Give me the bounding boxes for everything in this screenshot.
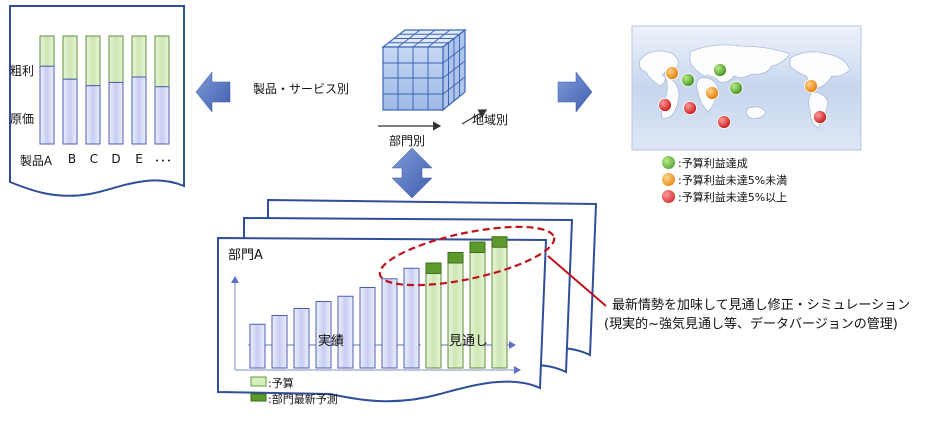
bar-latest-forecast: [491, 236, 508, 248]
map-legend-item: :予算利益未達5%未満: [662, 171, 787, 188]
map-legend: :予算利益達成 :予算利益未達5%未満 :予算利益未達5%以上: [662, 154, 787, 205]
bar-budget: [491, 239, 508, 369]
bar-budget: [425, 266, 442, 369]
category-label: D: [111, 152, 121, 166]
callout-text-line1: 最新情勢を加味して見通し修正・シミュレーション: [612, 298, 911, 313]
arrow-left-icon: [195, 71, 231, 113]
bar-latest-forecast: [469, 241, 486, 253]
status-dot-icon: [662, 173, 675, 186]
cube-label-product: 製品・サービス別: [253, 82, 350, 96]
legend-swatch-forecast: [250, 393, 267, 402]
map-marker: [717, 115, 731, 129]
map-marker: [713, 63, 727, 77]
forecast-highlight-ellipse: [378, 225, 556, 287]
forecast-range-label: 見通し: [449, 334, 489, 349]
status-dot-icon: [662, 156, 675, 169]
map-marker: [813, 110, 827, 124]
category-label: C: [89, 152, 99, 166]
category-label: ･･･: [153, 154, 172, 168]
dept-legend-budget: :予算: [268, 377, 294, 390]
map-marker: [804, 79, 818, 93]
bar-actual: [293, 308, 310, 369]
arrow-updown-icon: [391, 147, 433, 199]
map-legend-item: :予算利益達成: [662, 154, 787, 171]
callout-text-line2: (現実的~強気見通し等、データバージョンの管理): [604, 317, 898, 332]
actual-range-label: 実績: [318, 334, 345, 349]
map-marker: [705, 86, 719, 100]
category-label: E: [135, 152, 143, 166]
bar-gross-profit: [39, 35, 55, 67]
cube-label-region: 地域別: [472, 113, 509, 127]
bar-cost: [154, 86, 170, 145]
bar-actual: [315, 301, 332, 369]
bar-actual: [271, 315, 288, 369]
map-legend-label: :予算利益未達5%未満: [678, 173, 788, 187]
map-marker: [681, 73, 695, 87]
y-label-cost: 原価: [10, 112, 35, 126]
bar-cost: [39, 65, 55, 145]
bar-budget: [447, 255, 464, 369]
bar-cost: [62, 78, 78, 145]
bar-actual: [359, 287, 376, 369]
bar-latest-forecast: [425, 262, 442, 274]
callout-leader-line: [547, 255, 607, 307]
dept-legend-forecast: :部門最新予測: [268, 393, 338, 406]
map-legend-item: :予算利益未達5%以上: [662, 188, 787, 205]
y-label-gross-profit: 粗利: [10, 64, 35, 78]
category-label: B: [67, 152, 77, 166]
map-marker: [665, 66, 679, 80]
map-marker: [683, 101, 697, 115]
bar-actual: [249, 323, 266, 369]
dept-chart-title: 部門A: [228, 248, 263, 263]
bar-budget: [469, 245, 486, 369]
arrow-right-icon: [557, 71, 593, 113]
bar-gross-profit: [85, 35, 101, 87]
map-marker: [729, 81, 743, 95]
product-bars: [39, 35, 170, 145]
map-markers: [658, 63, 827, 129]
bar-actual: [381, 278, 398, 369]
map-marker: [658, 98, 672, 112]
map-legend-label: :予算利益未達5%以上: [678, 190, 788, 204]
world-map: [631, 25, 862, 151]
bar-actual: [337, 295, 354, 369]
bar-gross-profit: [108, 35, 124, 83]
map-legend-label: :予算利益達成: [678, 156, 748, 170]
bar-latest-forecast: [447, 252, 464, 264]
bar-actual: [403, 267, 420, 369]
bar-cost: [85, 85, 101, 145]
bar-gross-profit: [62, 35, 78, 80]
department-bars: [249, 236, 508, 369]
bar-cost: [108, 81, 124, 145]
legend-swatch-budget: [250, 376, 267, 387]
status-dot-icon: [662, 190, 675, 203]
bar-cost: [131, 76, 147, 145]
data-cube-icon: [378, 28, 488, 131]
category-label: 製品A: [19, 154, 53, 168]
bar-gross-profit: [154, 35, 170, 88]
bar-gross-profit: [131, 35, 147, 78]
cube-label-dept: 部門別: [389, 134, 426, 148]
